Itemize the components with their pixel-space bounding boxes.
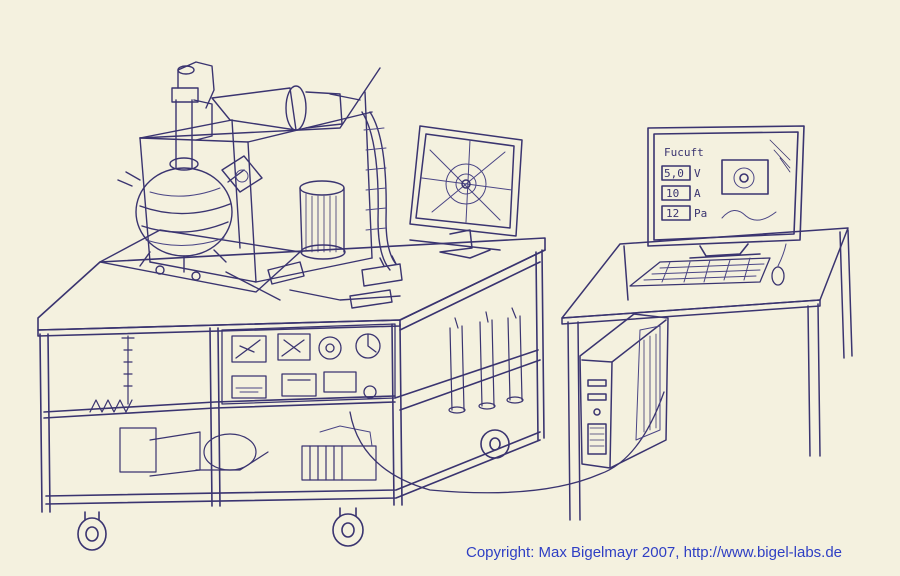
vacuum-apparatus (99, 61, 403, 309)
shelf-equipment (89, 307, 524, 481)
copyright-caption: Copyright: Max Bigelmayr 2007, http://ww… (466, 544, 843, 561)
pc-readout-2-value: 10 (666, 187, 679, 200)
data-cable (349, 391, 665, 494)
pc-readout-3-value: 12 (666, 207, 679, 220)
keyboard (629, 257, 771, 287)
pc-readout-2-unit: A (694, 187, 701, 200)
pc-readout-1-value: 5,0 (664, 167, 684, 180)
pc-screen-title: Fucuft (664, 146, 704, 159)
pc-readout-3-unit: Pa (694, 207, 707, 220)
mouse (771, 266, 785, 286)
pc-readout-1-unit: V (694, 167, 701, 180)
cart-monitor (409, 125, 523, 259)
pc-desk (561, 227, 853, 521)
pc-tower (579, 313, 669, 469)
pc-monitor (647, 125, 805, 259)
control-panel (221, 323, 396, 405)
